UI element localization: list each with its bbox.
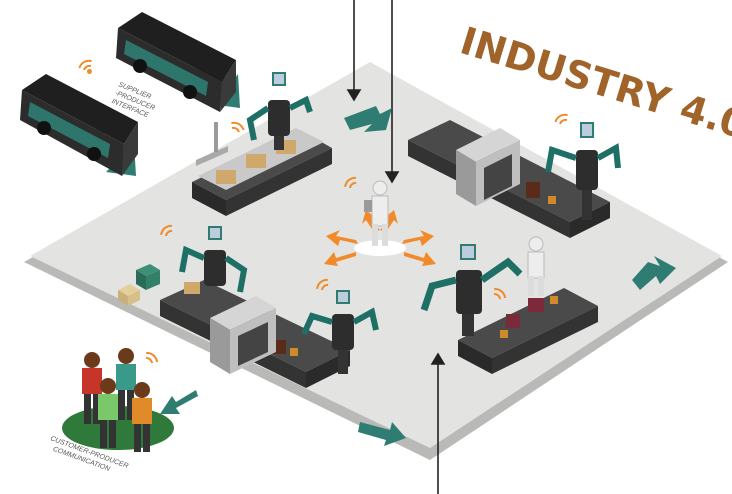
people-arrow-icon [160,390,198,414]
truck-icon-top [116,12,236,112]
conveyor-icon-1 [192,122,332,216]
cargo-boxes [118,264,160,306]
robot-icon-3 [179,226,248,293]
floor-arrow-right-icon [632,256,676,290]
wifi-icon-robot-1 [231,121,245,133]
floor-arrow-bottom-icon [358,422,406,446]
svg-text:SUPPLIER -PRODUCER: SUPPLIER -PRODUCER INTERFACE [111,81,161,121]
robot-icon-2 [545,122,621,220]
person-4 [132,382,152,452]
robot-icon-4 [301,290,379,374]
wifi-icon-robot-2 [554,113,568,125]
wifi-icon-robot-3 [160,224,173,237]
worker-icon-2 [527,236,545,296]
truck-icon-bottom [20,74,138,176]
robot-icon-1 [246,72,313,150]
robot-icon-5 [420,244,523,336]
scanner-gate-icon-2 [210,296,276,374]
orange-arrows-icon [324,210,436,266]
callout-lines [346,0,446,494]
wifi-icon-robot-4 [316,278,329,291]
person-3 [98,378,118,448]
wifi-icon-truck [78,59,92,74]
wifi-icon-robot-5 [493,288,506,300]
person-1 [82,352,102,424]
wifi-icon-worker [344,176,357,189]
scanner-gate-icon-1 [456,128,520,206]
supplier-label: SUPPLIER -PRODUCER INTERFACE [111,81,161,121]
person-2 [116,348,136,420]
people-icon [62,348,174,452]
wifi-icon-people [145,352,158,364]
conveyor-icon-4 [458,288,598,374]
floor-arrow-top-icon [344,106,392,132]
worker-icon [364,180,389,246]
